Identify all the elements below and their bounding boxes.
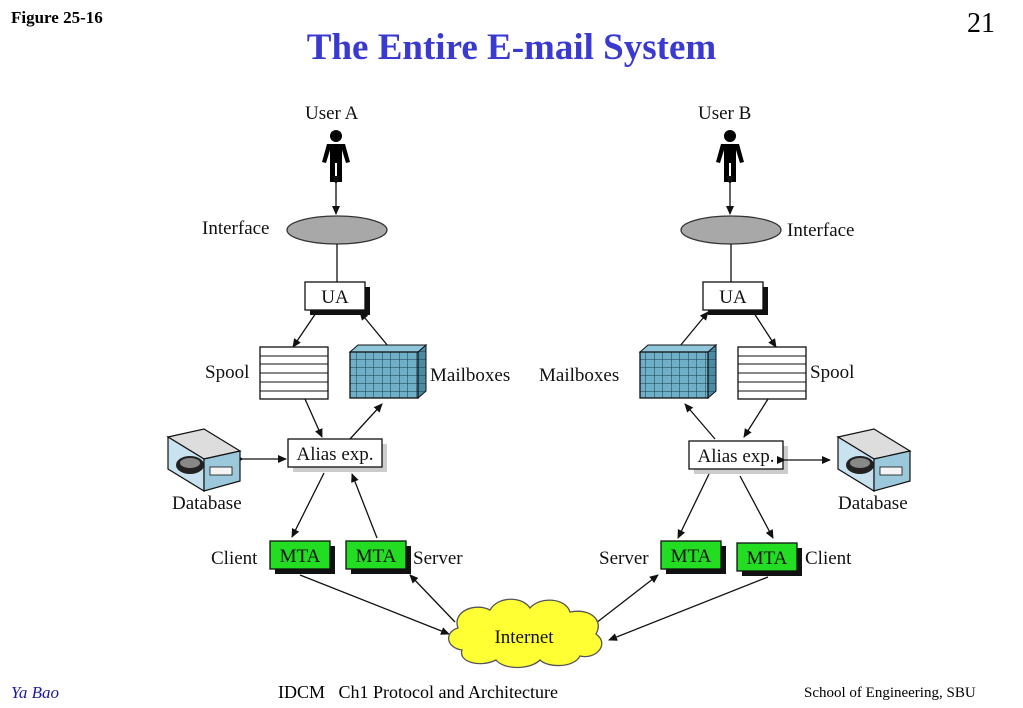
- alias-left-label: Alias exp.: [296, 444, 373, 465]
- ua-spool-right-arrow: [751, 309, 777, 348]
- figure-label: Figure 25-16: [11, 8, 103, 27]
- mailboxes-left-label: Mailboxes: [430, 365, 510, 386]
- slide-title: The Entire E-mail System: [306, 27, 717, 68]
- server-left-label: Server: [413, 548, 463, 569]
- internet-mta-server-right-arrow: [595, 574, 659, 624]
- mta-server-left-label: MTA: [356, 546, 397, 567]
- internet-cloud-icon: [448, 598, 603, 669]
- mailbox-ua-left-arrow: [359, 311, 389, 347]
- database-right-label: Database: [838, 493, 908, 514]
- alias-mta-client-left-arrow: [291, 472, 325, 538]
- user-b-person-icon: [716, 130, 744, 182]
- footer-author: Ya Bao: [11, 683, 60, 702]
- mailboxes-left-icon: [348, 343, 428, 400]
- mta-server-left-box: [345, 540, 407, 570]
- alias-mta-client-right-arrow: [739, 475, 774, 539]
- mta-client-left-label: MTA: [280, 546, 321, 567]
- interface-left-ellipse: [286, 215, 388, 245]
- mta-server-alias-left-arrow: [351, 473, 378, 539]
- mailboxes-right-label: Mailboxes: [539, 365, 619, 386]
- ua-left-box: [304, 281, 366, 311]
- spool-alias-left-arrow: [304, 398, 323, 438]
- footer-school: School of Engineering, SBU: [804, 685, 976, 701]
- mta-client-right-label: MTA: [747, 548, 788, 569]
- mta-client-internet-left-arrow: [299, 574, 450, 635]
- client-right-label: Client: [805, 548, 852, 569]
- client-left-label: Client: [211, 548, 258, 569]
- alias-right-label: Alias exp.: [697, 446, 774, 467]
- mta-client-left-box: [269, 540, 331, 570]
- spool-left-label: Spool: [205, 362, 249, 383]
- ua-left-label: UA: [321, 287, 349, 308]
- interface-left-label: Interface: [202, 218, 270, 239]
- interface-right-ellipse: [680, 215, 782, 245]
- mta-client-right-box: [736, 542, 798, 572]
- slide-number: 21: [967, 8, 995, 39]
- interface-right-label: Interface: [787, 220, 855, 241]
- alias-mailbox-right-arrow: [684, 403, 716, 440]
- database-right-icon: [836, 428, 912, 493]
- alias-right-box: [688, 440, 784, 470]
- database-left-icon: [166, 428, 242, 493]
- ua-spool-left-arrow: [292, 309, 319, 348]
- user-a-person-icon: [322, 130, 350, 182]
- mta-client-internet-right-arrow: [608, 576, 769, 641]
- mailbox-ua-right-arrow: [679, 311, 709, 347]
- spool-alias-right-arrow: [743, 398, 769, 438]
- user-a-label: User A: [305, 103, 359, 124]
- internet-mta-server-left-arrow: [409, 574, 456, 623]
- ua-right-label: UA: [719, 287, 747, 308]
- spool-right-stack: [737, 346, 807, 400]
- mta-server-right-box: [660, 540, 722, 570]
- footer-course: IDCM Ch1 Protocol and Architecture: [278, 682, 558, 702]
- user-b-label: User B: [698, 103, 751, 124]
- mta-server-right-label: MTA: [671, 546, 712, 567]
- left-side: User A Interface UA Spool Mailboxes: [166, 103, 510, 635]
- database-left-label: Database: [172, 493, 242, 514]
- server-right-label: Server: [599, 548, 649, 569]
- spool-left-stack: [259, 346, 329, 400]
- ua-right-box: [702, 281, 764, 311]
- mailboxes-right-icon: [638, 343, 718, 400]
- right-side: User B Interface UA Spool Mailboxes Ali: [539, 103, 912, 641]
- internet-label: Internet: [494, 627, 554, 648]
- alias-mailbox-left-arrow: [349, 403, 383, 440]
- spool-right-label: Spool: [810, 362, 854, 383]
- alias-left-box: [287, 438, 383, 468]
- mta-server-alias-right-arrow: [677, 473, 710, 539]
